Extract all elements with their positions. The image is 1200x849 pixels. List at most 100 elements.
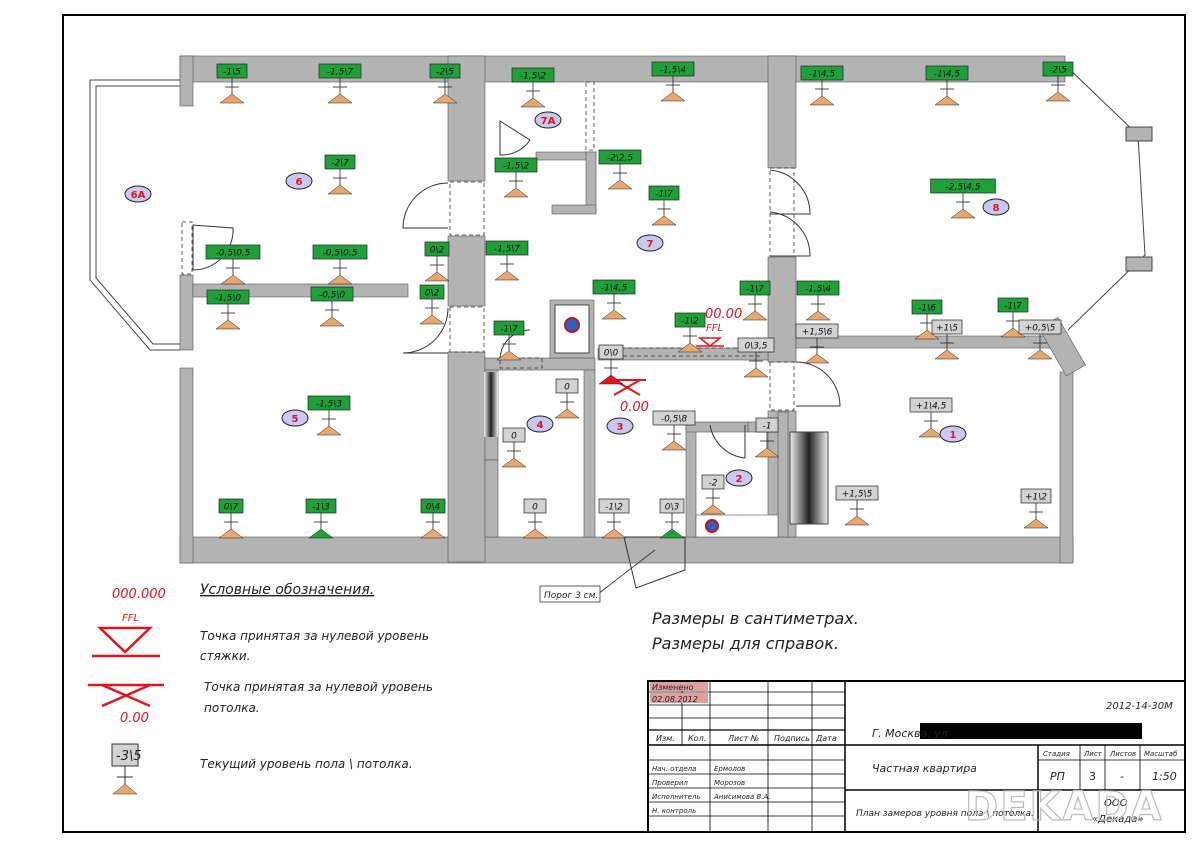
floor-mark: -0,5\0	[310, 286, 354, 327]
threshold-text: Порог 3 см.	[544, 591, 598, 601]
floor-mark: -1\4,5	[925, 65, 969, 106]
floor-mark-foot	[218, 528, 244, 539]
floor-mark: -1,5\7	[318, 63, 362, 104]
floor-mark: -1\2	[598, 498, 630, 539]
floor-mark-foot	[220, 274, 246, 285]
floor-mark-foot	[520, 97, 546, 108]
floor-mark: -1,5\3	[307, 395, 351, 436]
floor-mark: -1,5\2	[494, 157, 538, 198]
sheet-frame	[62, 14, 1186, 833]
floor-mark: +1,5\5	[835, 485, 879, 526]
room-number: 8	[993, 203, 1000, 214]
redacted-address	[920, 723, 1142, 739]
floor-mark: 0	[554, 378, 580, 419]
riser-icon	[705, 519, 719, 533]
floor-mark: 0	[522, 498, 548, 539]
floor-mark-foot	[918, 427, 944, 438]
room-label: 7A	[534, 111, 562, 129]
floor-mark: -1\6	[911, 299, 943, 340]
legend-screed-text-2: стяжки.	[200, 649, 250, 663]
legend-sample-value: 000.000	[112, 587, 166, 602]
threshold-note: Порог 3 см.	[539, 549, 656, 603]
watermark: DEKADA	[965, 784, 1164, 830]
zero-level-value: 00.00	[705, 307, 742, 322]
floor-mark-foot	[327, 184, 353, 195]
floor-mark-value: 0\2	[430, 246, 445, 256]
floor-mark-value: 0	[532, 503, 538, 513]
floor-mark-foot	[601, 528, 627, 539]
room-number: 5	[292, 414, 299, 425]
object-name: Частная квартира	[872, 762, 977, 775]
zero-level-floor: 00.00 FFL	[696, 307, 742, 347]
floor-mark-foot	[754, 447, 780, 458]
sheet-number: 3	[1089, 770, 1096, 783]
legend-ceiling-text-2: потолка.	[204, 701, 260, 715]
floor-mark-foot	[554, 408, 580, 419]
floor-mark-value: 0\3,5	[744, 342, 767, 352]
floor-mark: 0\3	[659, 498, 685, 539]
room-number: 7	[647, 239, 654, 250]
legend-ceiling-value: 0.00	[120, 711, 149, 726]
floor-mark: -1,5\4	[651, 61, 695, 102]
zero-ceiling-value: 0.00	[620, 400, 649, 415]
name-2: Анисимова В.А.	[713, 793, 771, 801]
floor-mark: -2	[700, 474, 726, 515]
floor-mark: +1,5\6	[795, 323, 839, 364]
floor-mark-foot	[308, 528, 334, 539]
floor-mark-foot	[914, 329, 940, 340]
floor-mark-foot	[700, 504, 726, 515]
sheet-title: План замеров уровня пола \ потолка.	[856, 809, 1034, 819]
floor-mark-foot	[1045, 91, 1071, 102]
floor-mark-foot	[424, 271, 450, 282]
room-number: 1	[950, 430, 957, 441]
changed-label: Изменено	[652, 683, 694, 692]
floor-mark-value: -2\7	[331, 159, 349, 169]
floor-mark-foot	[327, 274, 353, 285]
floor-mark-value: +1\4,5	[916, 402, 947, 412]
floor-mark-value: -2\5	[436, 68, 454, 78]
floor-mark-value: -1,5\4	[805, 285, 832, 295]
floor-mark-foot	[598, 374, 624, 385]
floor-mark-value: -1\6	[918, 304, 936, 314]
room-label: 6	[285, 172, 313, 190]
room-label: 2	[725, 469, 753, 487]
floor-mark-foot	[934, 349, 960, 360]
riser-icon	[564, 317, 580, 333]
stage-label: Стадия	[1043, 750, 1070, 758]
floor-mark-value: +0,5\5	[1025, 324, 1056, 334]
scale: 1:50	[1152, 770, 1177, 783]
org-name-2: «Декада»	[1092, 814, 1144, 825]
room-label: 3	[606, 417, 634, 435]
floor-mark-value: -1\7	[746, 285, 764, 295]
floor-mark: -1\3	[305, 498, 337, 539]
floor-mark-value: +1\5	[936, 324, 958, 334]
floor-mark-value: -2\2,5	[607, 154, 634, 164]
floor-mark-value: -1\7	[500, 325, 518, 335]
title-block-text: Изменено 02.08.2012 2012-14-30М Г. Москв…	[652, 683, 1178, 825]
floor-mark: -1	[754, 417, 780, 458]
floor-mark: -1,5\4	[796, 280, 840, 321]
floor-mark-value: -1\4,5	[601, 284, 628, 294]
floor-mark-value: -1\4,5	[809, 70, 836, 80]
floor-mark-value: -1\5	[223, 68, 241, 78]
sheet-label: Лист	[1083, 750, 1103, 758]
room-label: 5	[281, 409, 309, 427]
floor-mark-foot	[522, 528, 548, 539]
floor-mark-value: -1,5\2	[503, 162, 530, 172]
floor-mark-value: -1\2	[605, 503, 623, 513]
floor-mark-value: -1,5\2	[520, 72, 547, 82]
floor-mark: -1\4,5	[592, 279, 636, 320]
floor-marks: -1\5 -1,5\7 -2\5 -1,5\2 -1,5\4 -1\4,5 -1\4,5 -2…	[205, 61, 1074, 539]
room-label: 4	[526, 415, 554, 433]
floor-mark-value: 0	[511, 432, 517, 442]
floor-mark: -1\5	[216, 63, 248, 104]
floor-mark-value: -2,5\4,5	[946, 183, 981, 193]
floor-mark-foot	[743, 367, 769, 378]
role-0: Нач. отдела	[652, 765, 696, 773]
room-number: 3	[617, 422, 624, 433]
legend-current-text: Текущий уровень пола \ потолка.	[200, 757, 413, 771]
floor-mark-foot	[661, 440, 687, 451]
floor-mark: +1\2	[1020, 488, 1052, 529]
floor-mark-value: -1,5\7	[327, 68, 354, 78]
floor-mark-value: +1,5\6	[802, 328, 833, 338]
